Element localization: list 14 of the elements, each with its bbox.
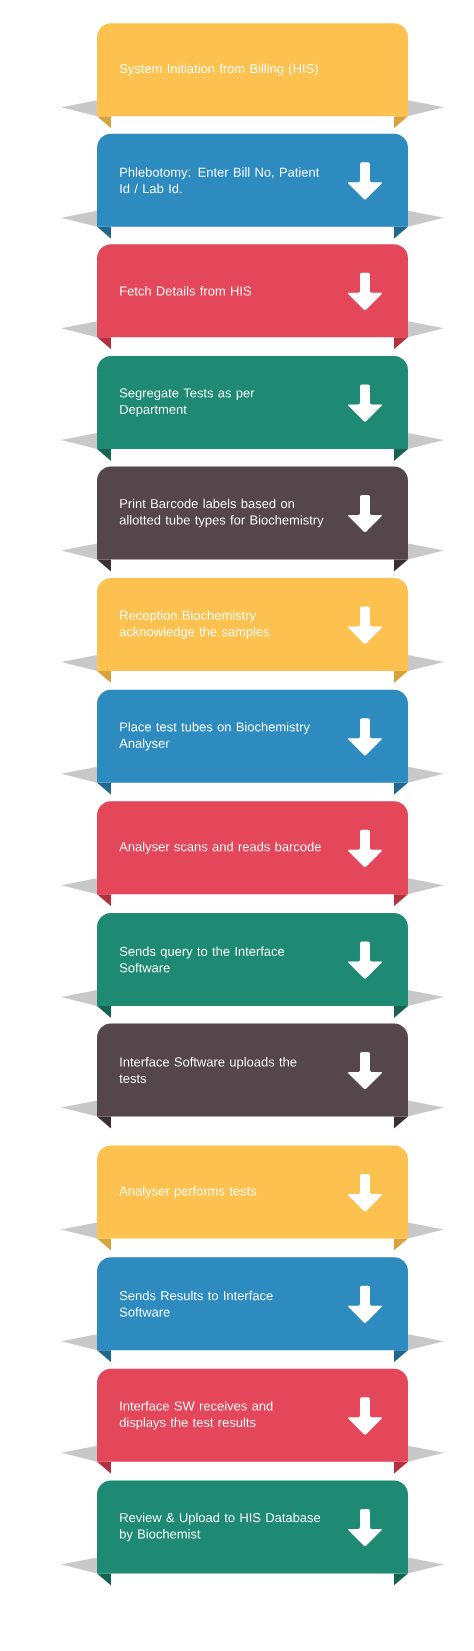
ribbon-box: Fetch Details from HIS	[61, 244, 444, 350]
ribbon-box: Reception Biochemistry acknowledge the samples	[61, 578, 444, 684]
ribbon-box: Place test tubes on Biochemistry Analyser	[61, 689, 444, 795]
ribbon-box: Sends query to the Interface Software	[61, 912, 444, 1018]
ribbon-box: Analyser scans and reads barcode	[61, 801, 444, 907]
ribbon-box: Phlebotomy: Enter Bill No, Patient Id / Lab Id.	[61, 133, 444, 239]
ribbon-box: Segregate Tests as per Department	[61, 355, 444, 461]
ribbon-box: Print Barcode labels based on allotted tube types for Biochemistry	[61, 466, 444, 572]
ribbon-box: Interface Software uploads the tests	[61, 1023, 444, 1129]
ribbon-box: Analyser performs tests	[61, 1145, 444, 1251]
ribbon-box: System Initiation from Billing (HIS)	[61, 23, 444, 129]
ribbon-box: Review & Upload to HIS Database by Biochemist	[61, 1480, 444, 1586]
ribbon-box: Sends Results to Interface Software	[61, 1257, 444, 1363]
ribbon-box: Interface SW receives and displays the test results	[61, 1368, 444, 1474]
